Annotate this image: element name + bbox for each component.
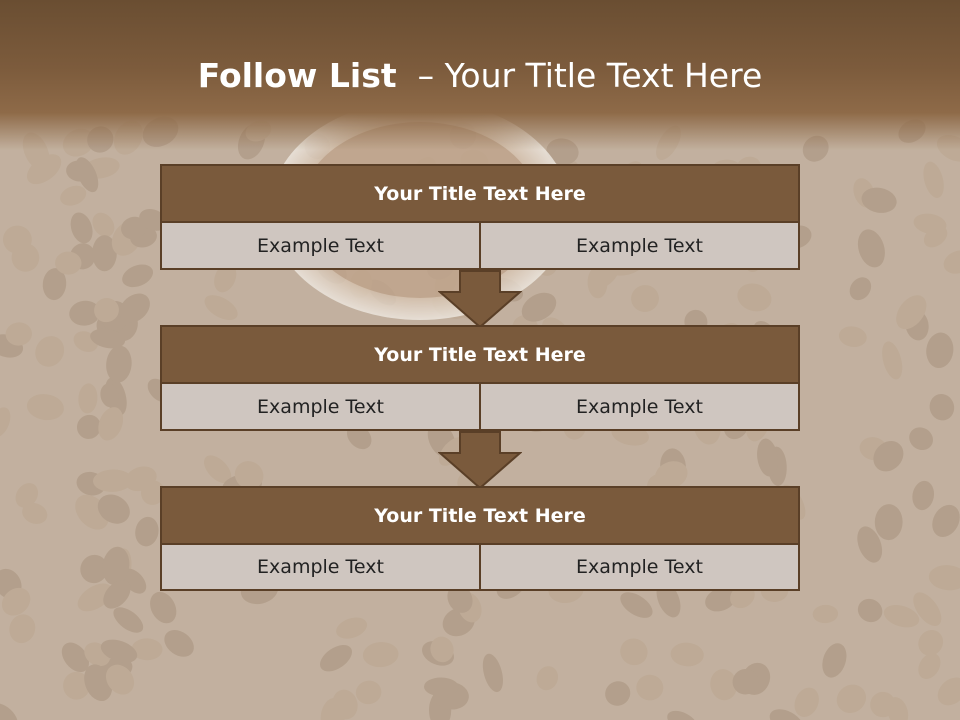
page-title: Follow List – Your Title Text Here (0, 54, 960, 98)
header-band (0, 0, 960, 150)
down-arrow-icon (438, 270, 522, 328)
title-bold: Follow List (197, 56, 397, 95)
step-2-right-cell: Example Text (479, 382, 800, 431)
title-rest: – Your Title Text Here (417, 56, 763, 95)
step-3-left-cell: Example Text (160, 543, 481, 591)
step-title-1: Your Title Text Here (160, 164, 800, 223)
step-3-right-cell: Example Text (479, 543, 800, 591)
step-title-2: Your Title Text Here (160, 325, 800, 384)
step-title-3: Your Title Text Here (160, 486, 800, 545)
step-1-left-cell: Example Text (160, 221, 481, 270)
step-1-right-cell: Example Text (479, 221, 800, 270)
down-arrow-icon (438, 431, 522, 489)
step-2-left-cell: Example Text (160, 382, 481, 431)
